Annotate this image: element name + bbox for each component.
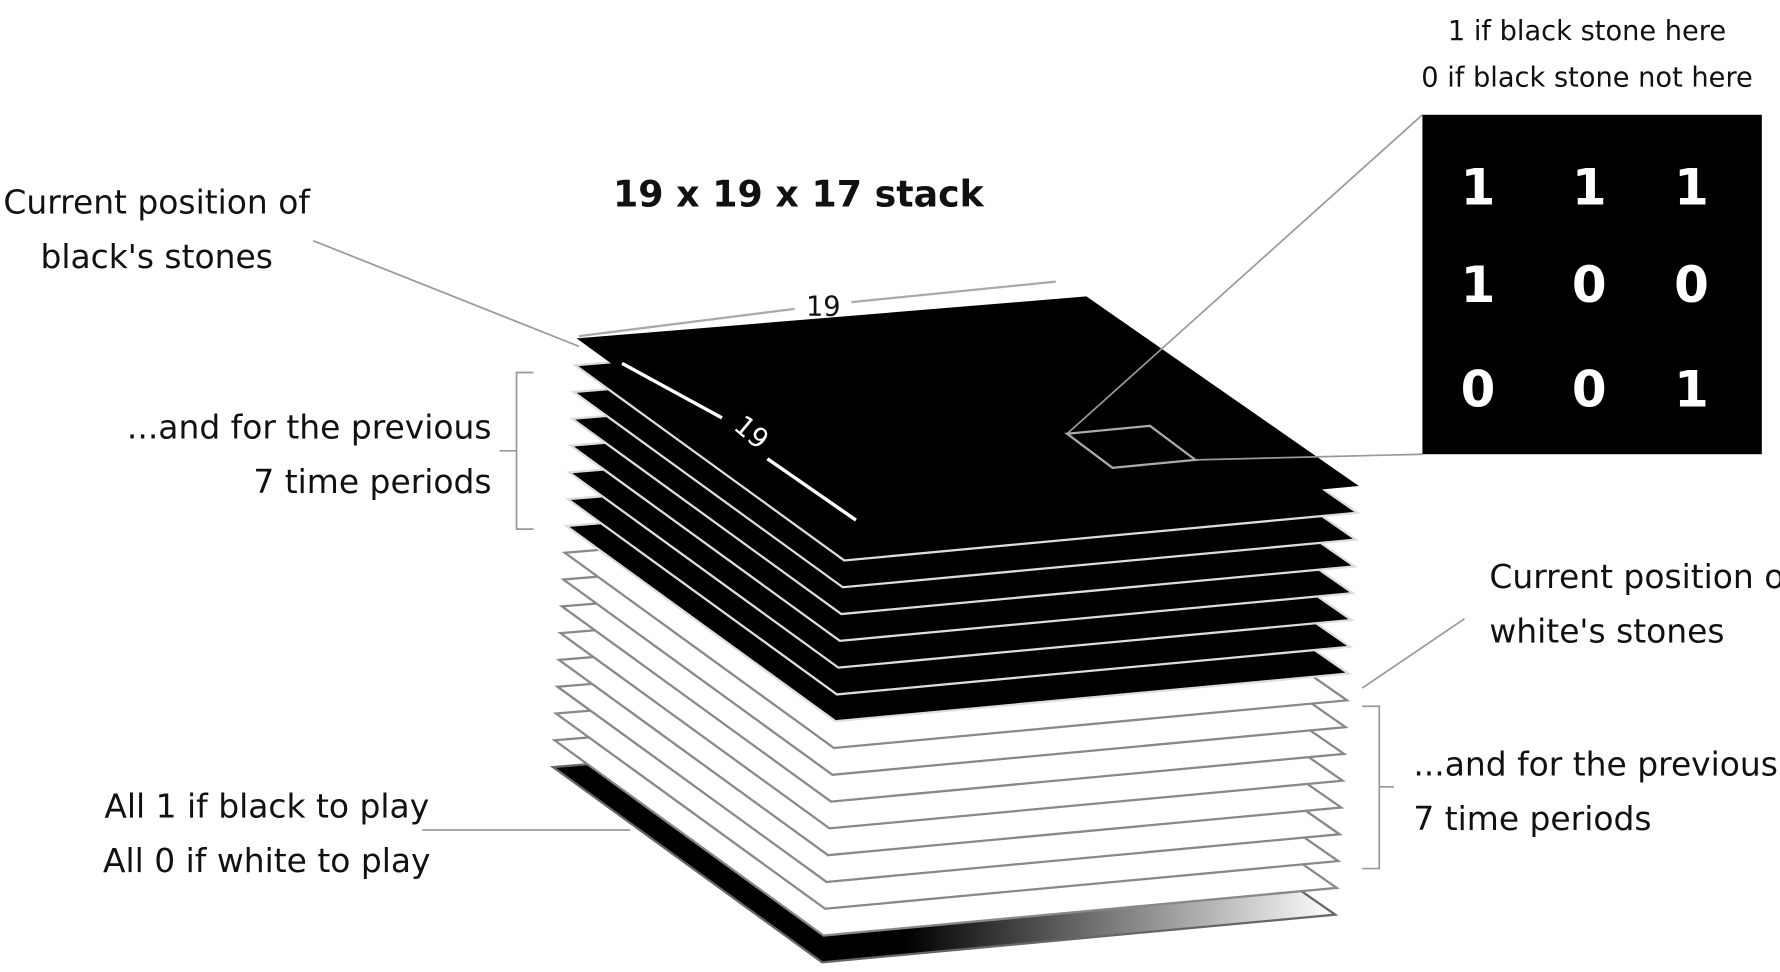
black-previous-label-2: 7 time periods bbox=[253, 462, 491, 501]
white-previous-label-1: ...and for the previous bbox=[1413, 744, 1778, 783]
leader-lines bbox=[313, 114, 1465, 870]
highlighted-region bbox=[1064, 424, 1199, 470]
inset-cell: 0 bbox=[1572, 361, 1607, 419]
inset-caption-line-2: 0 if black stone not here bbox=[1421, 62, 1753, 93]
stack-title: 19 x 19 x 17 stack bbox=[613, 173, 985, 216]
inset-cell: 1 bbox=[1674, 158, 1709, 216]
white-current-label-2: white's stones bbox=[1489, 612, 1724, 651]
to-play-label-2: All 0 if white to play bbox=[103, 841, 431, 880]
inset-cell: 1 bbox=[1461, 158, 1496, 216]
black-previous-label-1: ...and for the previous bbox=[127, 407, 492, 446]
width-label: 19 bbox=[806, 292, 841, 323]
inset-grid-box bbox=[1422, 114, 1762, 455]
inset-cell: 0 bbox=[1461, 361, 1496, 419]
width-dimension bbox=[578, 280, 1056, 338]
to-play-label-1: All 1 if black to play bbox=[104, 786, 429, 825]
plane-stack bbox=[549, 296, 1361, 964]
inset-caption-line-1: 1 if black stone here bbox=[1448, 16, 1726, 47]
inset-grid: 1 1 1 1 0 0 0 0 1 bbox=[1461, 158, 1709, 418]
inset-cell: 1 bbox=[1572, 158, 1607, 216]
white-previous-label-2: 7 time periods bbox=[1413, 799, 1651, 838]
black-plane bbox=[576, 296, 1359, 534]
inset-cell: 1 bbox=[1674, 361, 1709, 419]
inset-cell: 0 bbox=[1572, 256, 1607, 314]
black-current-label-2: black's stones bbox=[40, 237, 272, 276]
inset-cell: 1 bbox=[1461, 256, 1496, 314]
white-current-label-1: Current position of bbox=[1489, 557, 1780, 596]
depth-dimension bbox=[621, 361, 857, 522]
inset-cell: 0 bbox=[1674, 256, 1709, 314]
black-current-label-1: Current position of bbox=[3, 183, 311, 222]
